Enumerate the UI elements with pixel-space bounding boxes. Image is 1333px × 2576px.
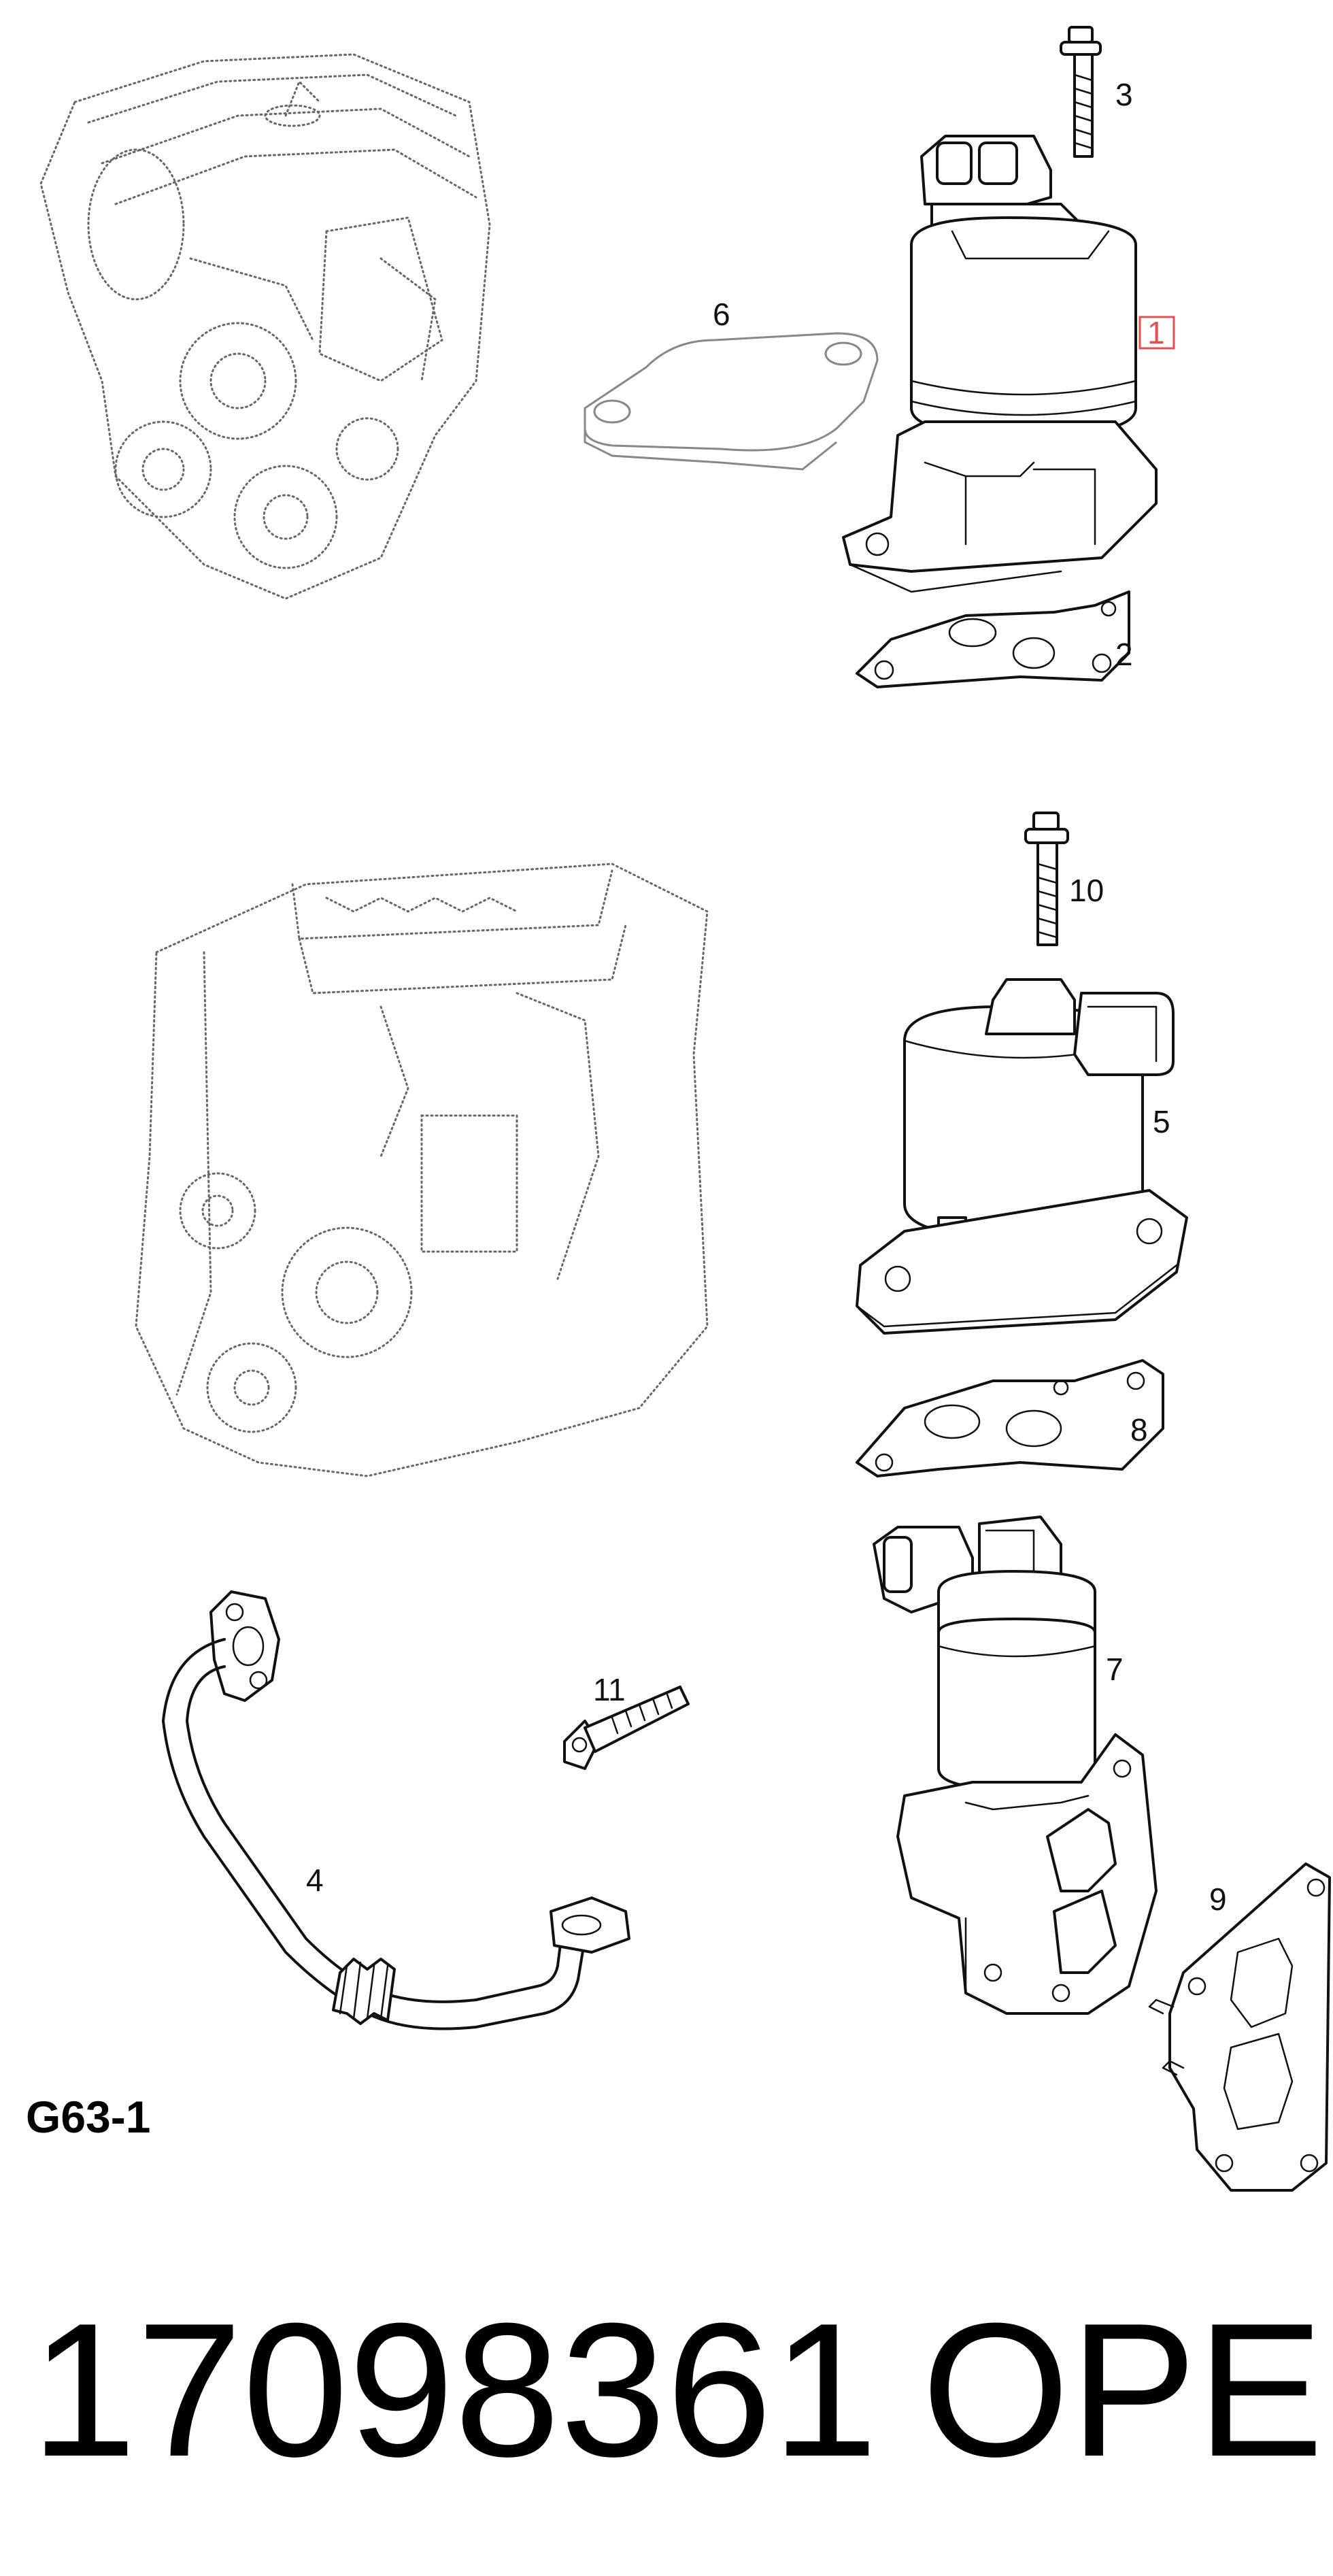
callout-7: 7 (1106, 1652, 1124, 1687)
callout-4: 4 (306, 1862, 324, 1898)
egr-pipe-part-4 (162, 1590, 630, 2030)
engine-illustration-top (39, 53, 491, 600)
callout-1: 1 (1147, 315, 1165, 350)
callout-1-highlight (1138, 316, 1175, 350)
gasket-part-9 (1148, 1862, 1331, 2192)
callout-2: 2 (1115, 637, 1133, 672)
egr-valve-part-1 (842, 135, 1158, 593)
callout-8: 8 (1130, 1412, 1148, 1448)
callout-3: 3 (1115, 77, 1133, 112)
gasket-part-2 (856, 590, 1130, 688)
callout-9: 9 (1209, 1881, 1227, 1917)
callout-10: 10 (1069, 873, 1104, 908)
brand-name: OPEL (922, 2284, 1333, 2496)
part-number: 17098361 (31, 2284, 878, 2496)
diagram-code: G63-1 (26, 2092, 150, 2142)
callout-11: 11 (593, 1672, 626, 1707)
engine-illustration-middle (135, 863, 709, 1477)
gasket-part-8 (856, 1359, 1164, 1477)
egr-valve-part-5 (856, 978, 1188, 1335)
bolt-part-3 (1060, 26, 1102, 158)
callout-6: 6 (713, 297, 730, 332)
callout-5: 5 (1153, 1104, 1170, 1139)
egr-valve-part-7 (873, 1516, 1158, 2015)
bolt-part-11 (563, 1686, 690, 1770)
bolt-part-10 (1024, 812, 1069, 946)
gasket-part-6 (584, 332, 879, 471)
